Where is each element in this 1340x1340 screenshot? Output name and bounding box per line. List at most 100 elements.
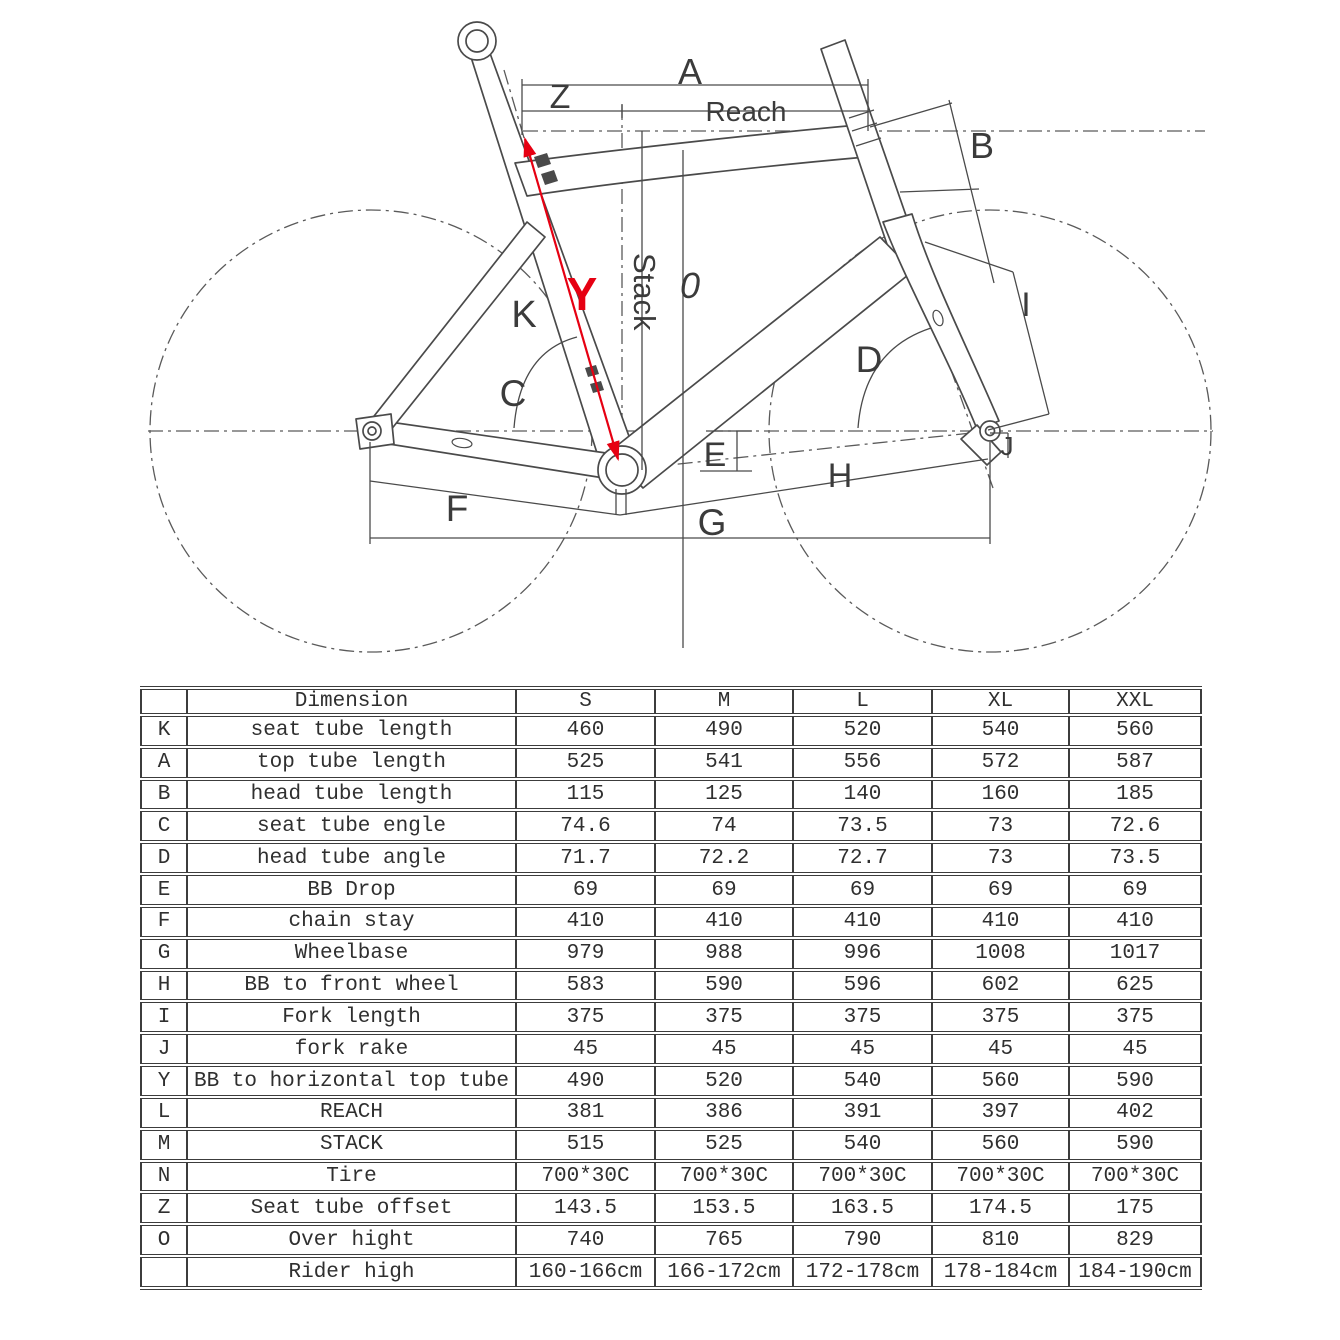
value-cell: 386 — [654, 1094, 794, 1131]
label-H: H — [828, 457, 853, 495]
value-cell: 45 — [792, 1031, 933, 1068]
value-cell: 700*30C — [931, 1158, 1070, 1195]
dimension-cell: seat tube length — [186, 713, 517, 749]
label-C: C — [500, 373, 527, 414]
dimension-cell: REACH — [186, 1094, 517, 1131]
col-header-dimension: Dimension — [186, 686, 517, 717]
value-cell: 700*30C — [1068, 1158, 1202, 1195]
value-cell: 45 — [654, 1031, 794, 1068]
value-cell: 541 — [654, 744, 794, 781]
value-cell: 115 — [515, 776, 656, 813]
value-cell: 391 — [792, 1094, 933, 1131]
value-cell: 175 — [1068, 1190, 1202, 1227]
value-cell: 602 — [931, 967, 1070, 1004]
value-cell: 596 — [792, 967, 933, 1004]
value-cell: 71.7 — [515, 840, 656, 877]
dimension-cell: Wheelbase — [186, 935, 517, 972]
value-cell: 185 — [1068, 776, 1202, 813]
value-cell: 178-184cm — [931, 1254, 1070, 1290]
value-cell: 490 — [515, 1063, 656, 1099]
value-cell: 525 — [515, 744, 656, 781]
value-cell: 166-172cm — [654, 1254, 794, 1290]
col-header-letter — [140, 686, 188, 717]
dimension-cell: seat tube engle — [186, 808, 517, 845]
dimension-cell: head tube angle — [186, 840, 517, 877]
value-cell: 590 — [1068, 1063, 1202, 1099]
value-cell: 73.5 — [1068, 840, 1202, 877]
value-cell: 69 — [654, 872, 794, 908]
label-K: K — [511, 294, 536, 336]
value-cell: 125 — [654, 776, 794, 813]
row-letter-cell: L — [140, 1094, 188, 1131]
value-cell: 700*30C — [515, 1158, 656, 1195]
value-cell: 1017 — [1068, 935, 1202, 972]
value-cell: 740 — [515, 1222, 656, 1259]
value-cell: 410 — [654, 903, 794, 940]
value-cell: 829 — [1068, 1222, 1202, 1259]
head-angle-arc — [857, 327, 932, 429]
value-cell: 587 — [1068, 744, 1202, 781]
value-cell: 988 — [654, 935, 794, 972]
value-cell: 525 — [654, 1126, 794, 1163]
bike-geometry-diagram: A Z Reach B I D K C Y Stack 0 E H J F G — [148, 21, 1213, 653]
value-cell: 560 — [931, 1063, 1070, 1099]
row-letter-cell: C — [140, 808, 188, 845]
row-letter-cell: F — [140, 903, 188, 940]
value-cell: 74 — [654, 808, 794, 845]
value-cell: 72.7 — [792, 840, 933, 877]
row-letter-cell: Z — [140, 1190, 188, 1227]
value-cell: 810 — [931, 1222, 1070, 1259]
label-E: E — [704, 436, 727, 474]
value-cell: 410 — [931, 903, 1070, 940]
value-cell: 73 — [931, 840, 1070, 877]
value-cell: 490 — [654, 713, 794, 749]
value-cell: 375 — [931, 999, 1070, 1036]
label-reach: Reach — [706, 96, 787, 127]
value-cell: 174.5 — [931, 1190, 1070, 1227]
row-letter-cell: K — [140, 713, 188, 749]
value-cell: 700*30C — [654, 1158, 794, 1195]
row-letter-cell: M — [140, 1126, 188, 1163]
value-cell: 172-178cm — [792, 1254, 933, 1290]
dimension-cell: chain stay — [186, 903, 517, 940]
label-A: A — [678, 51, 702, 92]
table-header-row: Dimension S M L XL XXL — [140, 686, 1202, 717]
row-letter-cell: E — [140, 872, 188, 908]
value-cell: 143.5 — [515, 1190, 656, 1227]
dimension-cell: fork rake — [186, 1031, 517, 1068]
row-letter-cell: N — [140, 1158, 188, 1195]
value-cell: 583 — [515, 967, 656, 1004]
value-cell: 153.5 — [654, 1190, 794, 1227]
row-letter-cell: D — [140, 840, 188, 877]
label-D: D — [856, 339, 883, 380]
top-tube — [514, 124, 867, 197]
value-cell: 410 — [1068, 903, 1202, 940]
diagram-labels: A Z Reach B I D K C Y Stack 0 E H J F G — [446, 51, 1031, 543]
value-cell: 72.6 — [1068, 808, 1202, 845]
value-cell: 540 — [931, 713, 1070, 749]
value-cell: 996 — [792, 935, 933, 972]
value-cell: 69 — [1068, 872, 1202, 908]
value-cell: 184-190cm — [1068, 1254, 1202, 1290]
seat-tube-axis-arrow — [523, 136, 620, 462]
value-cell: 69 — [792, 872, 933, 908]
value-cell: 69 — [515, 872, 656, 908]
value-cell: 160-166cm — [515, 1254, 656, 1290]
